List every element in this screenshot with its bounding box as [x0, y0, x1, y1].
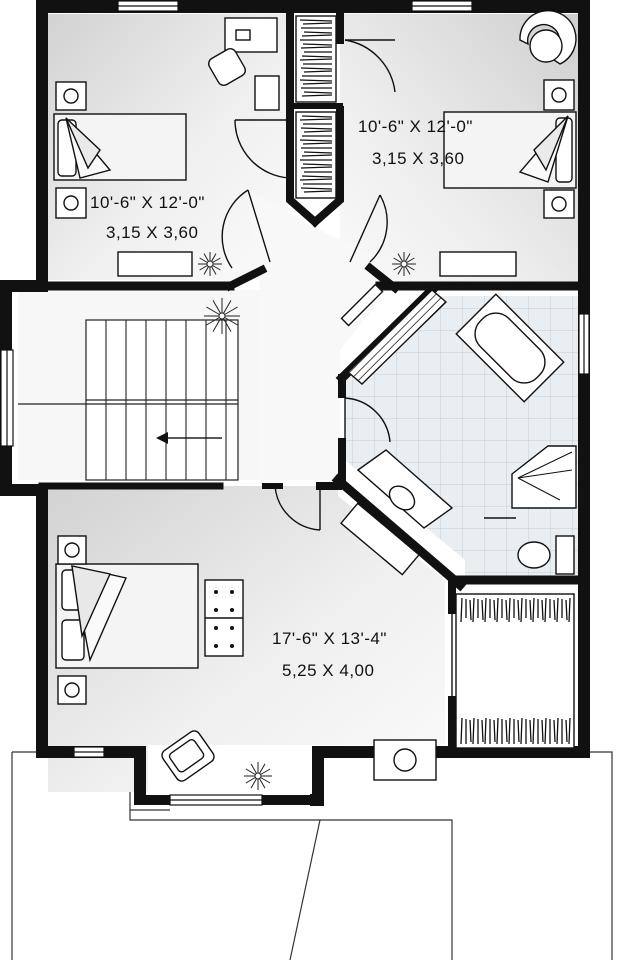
master-bedroom-dimensions-metric: 5,25 X 4,00 — [282, 661, 374, 680]
bedroom-2-furniture — [53, 17, 280, 277]
door-swing — [234, 119, 291, 179]
dresser — [117, 251, 193, 277]
bathroom-fixtures — [346, 289, 577, 575]
door-swing — [221, 189, 249, 269]
desk — [340, 502, 420, 576]
door-swing — [344, 397, 391, 443]
desk — [254, 75, 280, 111]
staircase — [18, 319, 239, 481]
linen-closet — [346, 289, 448, 385]
bathtub — [455, 293, 565, 403]
bedroom-3-furniture — [340, 10, 577, 327]
closet-rods — [295, 15, 575, 749]
door-swing — [274, 485, 321, 531]
desk — [224, 17, 278, 53]
door-swing — [344, 39, 396, 93]
bedroom-2-dimensions-imperial: 10'-6" X 12'-0" — [90, 193, 205, 212]
toilet-bowl — [517, 541, 551, 569]
bedroom-3-dimensions-metric: 3,15 X 3,60 — [372, 149, 464, 168]
chair — [208, 48, 246, 86]
toilet-tank — [555, 535, 575, 575]
hall-center-floor — [248, 190, 380, 480]
master-bedroom-floor — [48, 486, 445, 792]
linen-shelf — [340, 283, 384, 327]
bedroom-3-dimensions-imperial: 10'-6" X 12'-0" — [358, 117, 473, 136]
master-bedroom-dimensions-imperial: 17'-6" X 13'-4" — [272, 629, 387, 648]
bedroom-2-dimensions-metric: 3,15 X 3,60 — [106, 223, 198, 242]
windows — [0, 0, 590, 806]
master-bedroom-furniture — [55, 502, 437, 782]
dresser — [439, 251, 517, 277]
sink — [388, 485, 416, 511]
nightstand — [55, 81, 87, 111]
shower — [511, 445, 577, 509]
door-swing — [369, 194, 388, 263]
light-fixtures — [198, 252, 416, 790]
